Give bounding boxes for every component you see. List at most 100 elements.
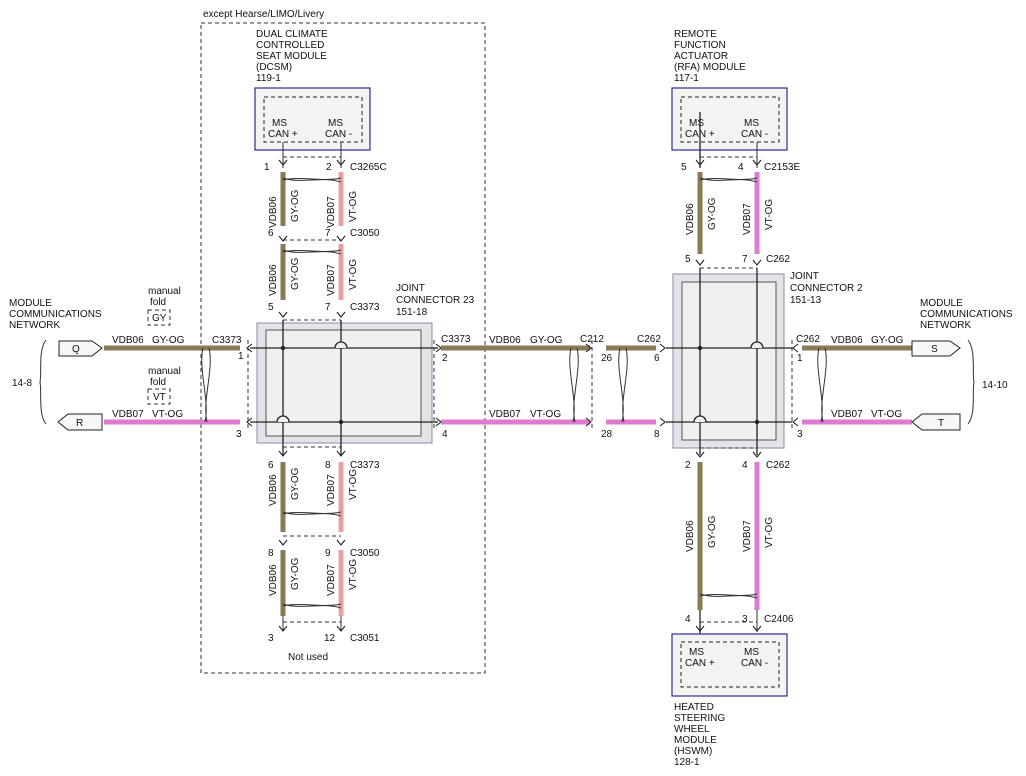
c3373-top-arrow-b: [336, 311, 346, 318]
hswm-name-line-6: 128-1: [674, 757, 700, 768]
hswm-pin-minus-ms: MS: [744, 647, 759, 658]
except-label: except Hearse/LIMO/Livery: [203, 9, 324, 20]
rfa-pin-5: 5: [681, 162, 687, 173]
rfa-pin-minus-ms: MS: [744, 118, 759, 129]
mid-twist: [569, 347, 579, 423]
left-network-line-1: MODULE: [9, 298, 52, 309]
connector-c262-bottom: C262: [766, 460, 790, 471]
right-brace: [967, 339, 975, 425]
seg1-gy-color: GY-OG: [290, 189, 301, 222]
seg4-vt-circuit: VDB07: [326, 564, 337, 596]
c3373-top-pin-5: 5: [268, 302, 274, 313]
manual-fold-vt-line-2: fold: [150, 377, 166, 388]
rfa-module-inner: [680, 96, 780, 143]
j2-splice-vt: [754, 419, 760, 425]
left-gy-circuit: VDB06: [112, 335, 144, 346]
dcsm-pin2-arrow: [336, 159, 346, 166]
seg3-gy-circuit: VDB06: [268, 474, 279, 506]
right-vt-color: VT-OG: [871, 409, 902, 420]
rfa-seg-gy-circuit: VDB06: [685, 203, 696, 235]
hswm-seg-vt-circuit: VDB07: [742, 520, 753, 552]
left-network-line-3: NETWORK: [9, 320, 60, 331]
connector-c3050-bottom: C3050: [350, 548, 380, 559]
c3373-bottom-pin-6: 6: [268, 460, 274, 471]
seg2-vt-circuit: VDB07: [326, 264, 337, 296]
rfa-pin-plus-ms: MS: [689, 118, 704, 129]
rfa-pin-4: 4: [738, 162, 744, 173]
rfa-seg-vt-color: VT-OG: [764, 199, 775, 230]
hswm-name-line-2: STEERING: [674, 713, 725, 724]
left-network-label: MODULE COMMUNICATIONS NETWORK: [9, 298, 102, 331]
c3373-bottom-pin-8: 8: [325, 460, 331, 471]
j2-line-2: CONNECTOR 2: [790, 283, 863, 294]
hswm-seg-vt-color: VT-OG: [764, 517, 775, 548]
hswm-pin-minus-can: CAN -: [741, 658, 768, 669]
c262-left-arrow-gy: [659, 343, 666, 353]
rfa-seg-gy-color: GY-OG: [707, 197, 718, 230]
manual-fold-gy-line-1: manual: [148, 286, 181, 297]
right-network-line-2: COMMUNICATIONS: [920, 309, 1013, 320]
c262-left-arrow-vt: [659, 417, 666, 427]
c262-bottom-arrow-a: [695, 451, 705, 458]
c3051-arrow-b: [336, 625, 346, 632]
seg4-vt-color: VT-OG: [348, 559, 359, 590]
dcsm-pin-minus-can: CAN -: [325, 129, 352, 140]
left-vt-circuit: VDB07: [112, 409, 144, 420]
joint-connector-23-label: JOINT CONNECTOR 23 151-18: [396, 283, 475, 318]
connector-c3373-left: C3373: [212, 335, 242, 346]
j23-line-3: 151-18: [396, 307, 428, 318]
j23-splice-gy: [280, 345, 286, 351]
j23-line-2: CONNECTOR 23: [396, 295, 475, 306]
dcsm-module-inner: [263, 96, 363, 143]
connector-c3051: C3051: [350, 633, 380, 644]
c262-top-pin-5: 5: [685, 254, 691, 265]
dcsm-name-line-4: (DCSM): [256, 62, 292, 73]
connector-c3373-top: C3373: [350, 302, 380, 313]
c3373-top-arrow-a: [278, 311, 288, 318]
right-network-line-3: NETWORK: [920, 320, 971, 331]
c2406-pin-4: 4: [685, 614, 691, 625]
j2-jump-2: [693, 415, 707, 423]
c3050-bottom-pin-8: 8: [268, 548, 274, 559]
j23-left-arrow-1: [246, 343, 253, 353]
c3050-top-pin-6: 6: [268, 228, 274, 239]
manual-fold-gy-box: [147, 309, 171, 326]
connector-c262-right: C262: [796, 334, 820, 345]
c262-bottom-arrow-b: [752, 451, 762, 458]
manual-fold-vt: manual fold VT: [147, 366, 181, 405]
hswm-module-label: HEATED STEERING WHEEL MODULE (HSWM) 128-…: [674, 702, 725, 768]
tag-r-label: R: [76, 418, 83, 429]
right-ref: 14-10: [982, 380, 1008, 391]
c212-arrow-vt: [585, 417, 592, 427]
seg2-twist: [282, 249, 342, 255]
tag-t: [911, 413, 961, 431]
seg4-twist: [282, 603, 342, 609]
dcsm-pin1-arrow: [278, 159, 288, 166]
j2-jump-1: [750, 341, 764, 349]
connector-c262-top: C262: [766, 254, 790, 265]
seg4-gy-color: GY-OG: [290, 557, 301, 590]
left-twist: [201, 347, 211, 423]
seg3-vt-circuit: VDB07: [326, 474, 337, 506]
seg2-vt-color: VT-OG: [348, 259, 359, 290]
hswm-module-inner: [680, 641, 780, 688]
connector-c262-left: C262: [637, 334, 661, 345]
c3373-bottom-arrow-a: [278, 450, 288, 457]
hswm-module-box: [671, 633, 788, 697]
right-gy-color: GY-OG: [871, 335, 904, 346]
j23-line-1: JOINT: [396, 283, 425, 294]
rfa-pin-minus-can: CAN -: [741, 129, 768, 140]
not-used-label: Not used: [288, 652, 328, 663]
manual-fold-gy-code: GY: [152, 313, 167, 324]
c212-c262-twist: [618, 347, 628, 423]
rfa-name-line-4: (RFA) MODULE: [674, 62, 746, 73]
rfa-module-box: [671, 87, 788, 151]
c262-right-pin-3: 3: [797, 429, 803, 440]
dcsm-name-line-3: SEAT MODULE: [256, 51, 327, 62]
rfa-name-line-5: 117-1: [674, 73, 699, 84]
manual-fold-vt-box: [147, 388, 171, 405]
joint-connector-2-label: JOINT CONNECTOR 2 151-13: [790, 271, 863, 306]
dcsm-pin-minus-ms: MS: [328, 118, 343, 129]
c212-pin-28: 28: [601, 429, 613, 440]
rfa-seg-twist: [699, 177, 758, 183]
